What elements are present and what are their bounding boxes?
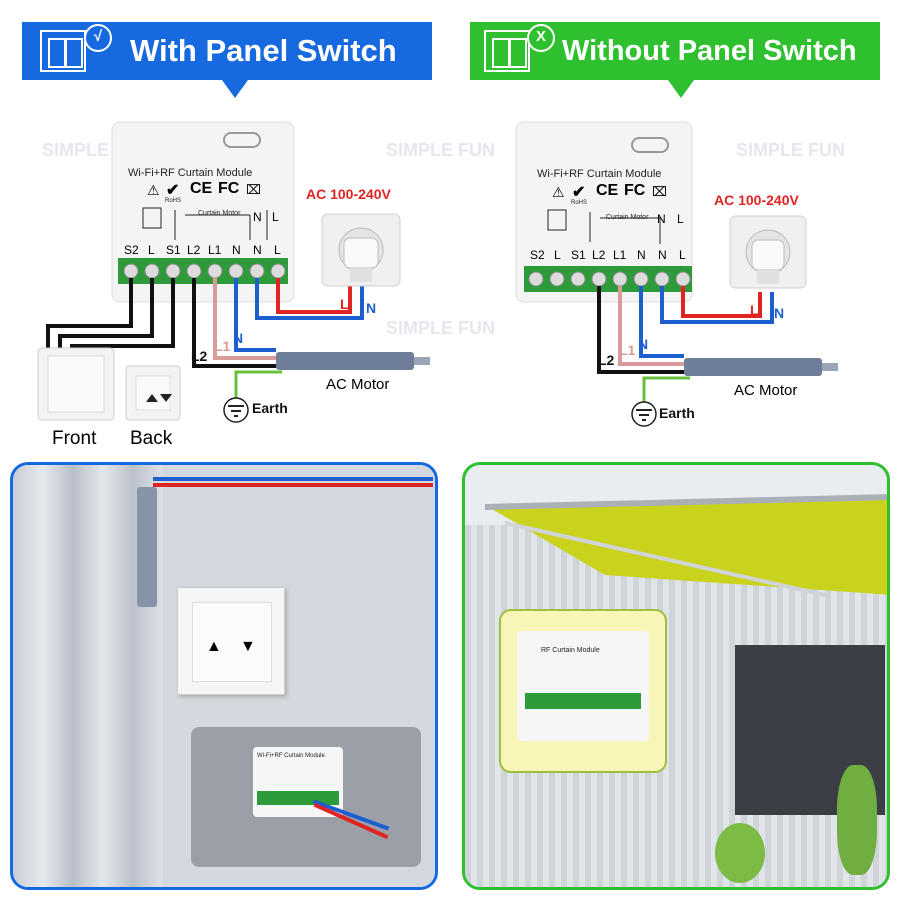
wire-label-neutral: N: [774, 305, 785, 321]
banner-pointer: [222, 80, 248, 98]
plant: [715, 823, 765, 883]
photo-awning-install: RF Curtain Module: [462, 462, 890, 890]
photo-panel-switch-install: ▲ ▼ Wi-Fi+RF Curtain Module: [10, 462, 438, 890]
right-wiring-diagram: [515, 121, 838, 427]
terminal-label: L1: [613, 248, 627, 262]
terminal-label: N: [232, 243, 241, 257]
terminal-label: L2: [187, 243, 201, 257]
weee-bin-icon: ⌧: [246, 182, 261, 197]
left-wiring-diagram: [37, 121, 430, 423]
terminal-label: L: [677, 212, 684, 226]
wire-label-live: L: [340, 296, 349, 312]
check-mark: √: [93, 28, 103, 45]
junction-box: Wi-Fi+RF Curtain Module: [191, 727, 421, 867]
cross-mark: X: [535, 28, 546, 45]
terminal-label: S1: [571, 248, 586, 262]
watermark: SIMPLE FUN: [386, 318, 496, 338]
wire-bundle: [153, 477, 433, 481]
watermark: SIMPLE FUN: [386, 140, 496, 160]
terminal-label: L: [274, 243, 281, 257]
module-callout: RF Curtain Module: [499, 609, 667, 773]
motor-caption: Curtain Motor: [606, 214, 649, 221]
terminal-label: S1: [166, 243, 181, 257]
wire-label-neutral: N: [233, 330, 244, 346]
panel-switch-icon: [40, 30, 86, 72]
terminal-label: L: [272, 210, 279, 224]
wire-label-l2: L2: [598, 352, 615, 368]
earth-label: Earth: [659, 405, 695, 421]
down-arrow-icon[interactable]: ▼: [240, 638, 256, 655]
weee-bin-icon: ⌧: [652, 184, 667, 199]
terminal-label: L: [679, 248, 686, 262]
terminal-label: N: [658, 248, 667, 262]
rohs-mark: RoHS: [571, 200, 588, 206]
switch-label-front: Front: [52, 428, 97, 449]
awning: [484, 494, 887, 597]
curtain-motor: [137, 487, 157, 607]
wire-bundle: [153, 483, 433, 487]
up-arrow-icon[interactable]: ▲: [206, 638, 222, 655]
terminal-label: L: [148, 243, 155, 257]
socket-voltage-label: AC 100-240V: [306, 186, 391, 202]
wire-label-live: L: [750, 302, 759, 318]
wall-switch[interactable]: ▲ ▼: [177, 587, 285, 695]
wire-label-neutral: N: [638, 336, 649, 352]
wire-label-l2: L2: [191, 348, 208, 364]
earth-label: Earth: [252, 400, 288, 416]
socket-voltage-label: AC 100-240V: [714, 192, 799, 208]
fc-mark: FC: [624, 182, 646, 199]
terminal-label: L2: [592, 248, 606, 262]
banner-with-panel-switch: With Panel Switch: [22, 22, 432, 80]
switch-label-back: Back: [130, 428, 173, 449]
panel-switch-icon: [484, 30, 530, 72]
fc-mark: FC: [218, 180, 240, 197]
rohs-mark: RoHS: [165, 198, 182, 204]
watermark: SIMPLE FUN: [736, 140, 846, 160]
terminal-label: S2: [530, 248, 545, 262]
wire-label-neutral: N: [366, 300, 377, 316]
motor-label: AC Motor: [734, 382, 798, 399]
terminal-label: N: [253, 243, 262, 257]
ce-mark: CE: [596, 182, 619, 199]
motor-caption: Curtain Motor: [198, 210, 241, 217]
module-title: Wi-Fi+RF Curtain Module: [537, 168, 662, 180]
module-title: RF Curtain Module: [541, 647, 600, 654]
banner-title: Without Panel Switch: [562, 34, 857, 67]
motor-label: AC Motor: [326, 376, 390, 393]
wire-label-l1: L1: [214, 338, 231, 354]
banner-title: With Panel Switch: [130, 33, 397, 68]
terminal-label: N: [637, 248, 646, 262]
warning-icon: ⚠: [147, 182, 160, 198]
terminal-label: S2: [124, 243, 139, 257]
warning-icon: ⚠: [552, 184, 565, 200]
banner-pointer: [668, 80, 694, 98]
ce-mark: CE: [190, 180, 213, 197]
terminal-label: N: [657, 212, 666, 226]
plant: [837, 765, 877, 875]
checkmark-icon: ✔: [166, 182, 180, 199]
terminal-label: L1: [208, 243, 222, 257]
terminal-label: N: [253, 210, 262, 224]
check-badge-icon: √: [84, 24, 112, 52]
module-title: Wi-Fi+RF Curtain Module: [128, 167, 253, 179]
terminal-label: L: [554, 248, 561, 262]
checkmark-icon: ✔: [572, 184, 586, 201]
module-title: Wi-Fi+RF Curtain Module: [257, 753, 325, 759]
cross-badge-icon: X: [527, 24, 555, 52]
wire-label-l1: L1: [619, 342, 636, 358]
